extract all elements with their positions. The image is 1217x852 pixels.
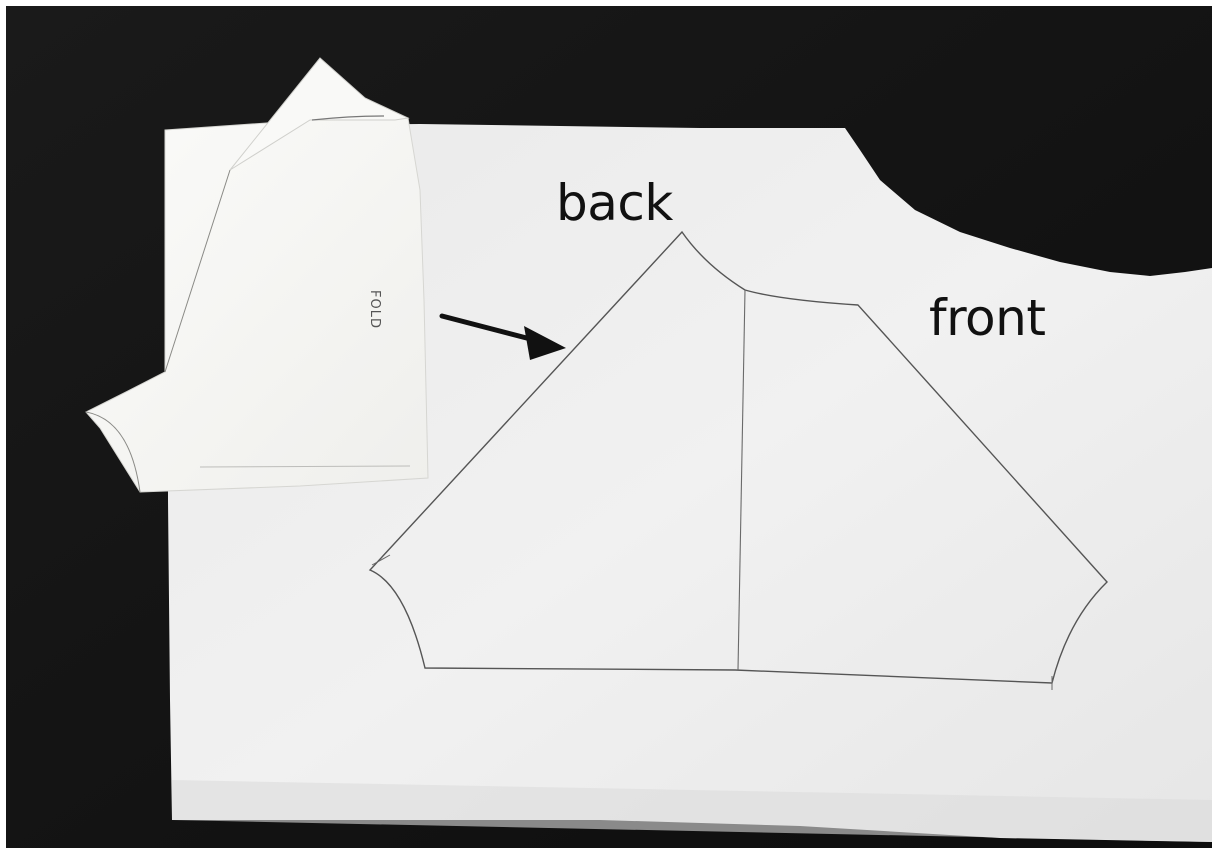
- front-label: front: [929, 293, 1045, 343]
- back-label: back: [556, 178, 673, 228]
- fold-label: FOLD: [367, 290, 382, 329]
